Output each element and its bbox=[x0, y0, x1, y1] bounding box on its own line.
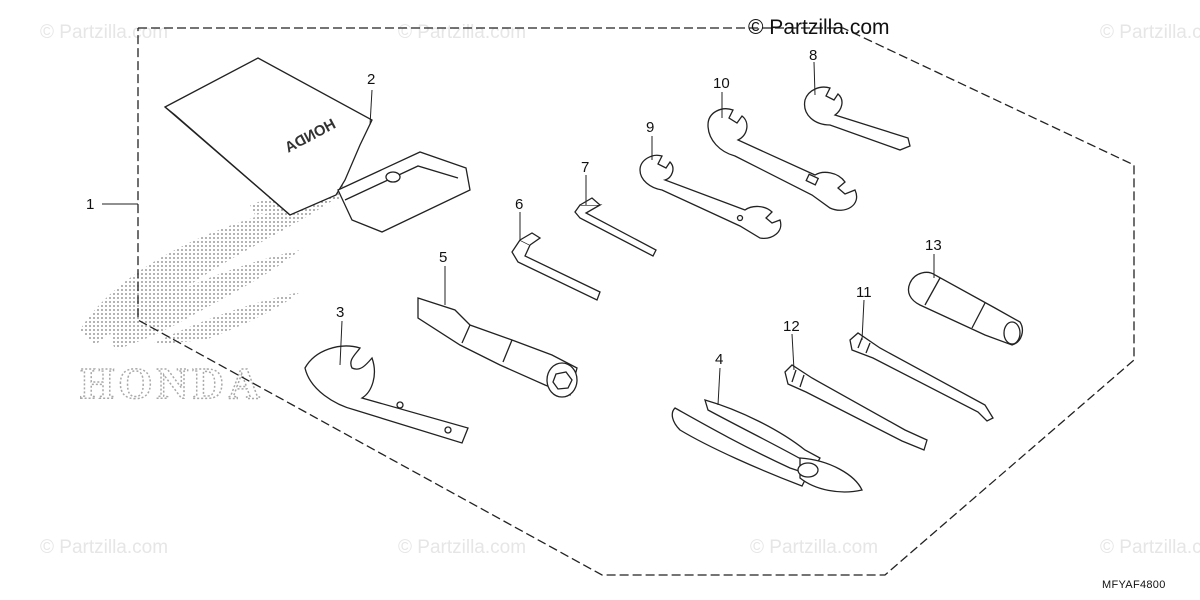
hex-key-small[interactable] bbox=[574, 197, 657, 257]
callout-6[interactable]: 6 bbox=[515, 196, 523, 213]
callout-7[interactable]: 7 bbox=[581, 159, 589, 176]
watermark: © Partzilla.com bbox=[40, 537, 169, 558]
callout-2[interactable]: 2 bbox=[367, 71, 375, 88]
callout-13[interactable]: 13 bbox=[925, 237, 942, 254]
flat-screwdriver[interactable] bbox=[784, 364, 928, 451]
phillips-screwdriver[interactable] bbox=[849, 332, 994, 422]
watermark: © Partzilla.com bbox=[750, 537, 879, 558]
spanner-wrench[interactable] bbox=[304, 345, 469, 444]
callout-3[interactable]: 3 bbox=[336, 304, 344, 321]
callout-8[interactable]: 8 bbox=[809, 47, 817, 64]
watermark: © Partzilla.com bbox=[1100, 22, 1200, 43]
double-open-end-wrench-10[interactable] bbox=[707, 108, 858, 211]
callout-9[interactable]: 9 bbox=[646, 119, 654, 136]
callout-10[interactable]: 10 bbox=[713, 75, 730, 92]
watermark: © Partzilla.com bbox=[398, 537, 527, 558]
hex-key-large[interactable] bbox=[511, 232, 601, 301]
callout-5[interactable]: 5 bbox=[439, 249, 447, 266]
screwdriver-handle[interactable] bbox=[907, 271, 1023, 346]
callout-1[interactable]: 1 bbox=[86, 196, 94, 213]
pliers[interactable] bbox=[671, 399, 863, 493]
socket-wrench[interactable] bbox=[417, 297, 578, 398]
assembly-boundary bbox=[137, 27, 1135, 576]
honda-wing-logo: HONDA bbox=[79, 180, 345, 409]
open-end-wrench-small[interactable] bbox=[803, 86, 911, 151]
callout-12[interactable]: 12 bbox=[783, 318, 800, 335]
watermark: © Partzilla.com bbox=[40, 22, 169, 43]
tool-pouch[interactable]: HONDA bbox=[163, 57, 471, 233]
figure-code: MFYAF4800 bbox=[1102, 579, 1166, 591]
leader-lines bbox=[102, 61, 935, 406]
double-open-end-wrench-9[interactable] bbox=[639, 154, 782, 239]
callout-4[interactable]: 4 bbox=[715, 351, 723, 368]
honda-logo-text: HONDA bbox=[80, 359, 264, 408]
watermark: © Partzilla.com bbox=[398, 22, 527, 43]
callout-11[interactable]: 11 bbox=[856, 284, 872, 301]
watermark: © Partzilla.com bbox=[1100, 537, 1200, 558]
copyright-notice: © Partzilla.com bbox=[748, 16, 890, 39]
